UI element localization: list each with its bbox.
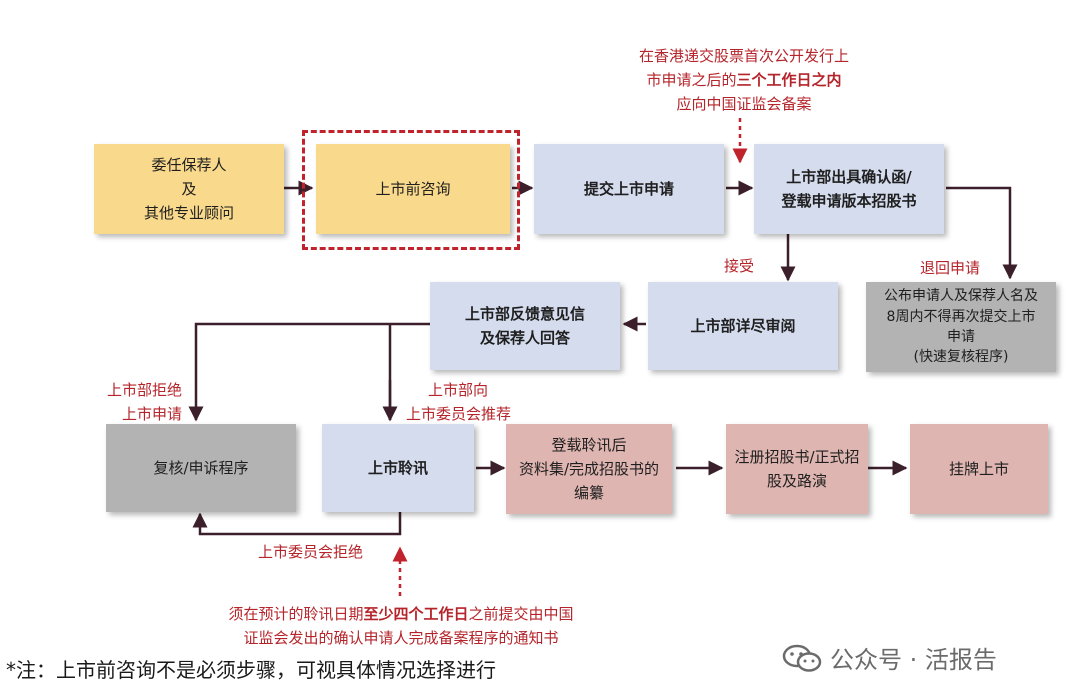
recommend-line2: 上市委员会推荐 [406, 405, 512, 423]
review-label: 上市部详尽审阅 [690, 317, 796, 335]
sponsor-line1: 委任保荐人 [151, 156, 227, 174]
post-hearing-line3: 编纂 [573, 484, 604, 502]
arrow-confirm-to-publish [946, 186, 1018, 280]
publish-line1: 公布申请人及保荐人名及 [884, 288, 1038, 305]
csrc-top-line3: 应向中国证监会备案 [676, 95, 812, 113]
recommend-line1: 上市部向 [428, 381, 489, 399]
csrc-top-line2a: 市申请之后的 [646, 71, 737, 89]
csrc-bottom-line2: 证监会发出的确认申请人完成备案程序的通知书 [243, 629, 559, 647]
csrc-bottom-line1b: 至少四个工作日 [363, 605, 469, 623]
committee-reject-label: 上市委员会拒绝 [258, 543, 364, 561]
submit-label: 提交上市申请 [583, 180, 674, 198]
confirm-line2: 登载申请版本招股书 [781, 192, 917, 210]
post-hearing-line1: 登载聆讯后 [551, 436, 627, 454]
publish-box: 公布申请人及保荐人名及 8周内不得再次提交上市 申请 (快速复核程序) [866, 282, 1056, 372]
csrc-bottom-note: 须在预计的聆讯日期至少四个工作日之前提交由中国 证监会发出的确认申请人完成备案程… [196, 602, 606, 650]
register-box: 注册招股书/正式招 股及路演 [726, 424, 868, 514]
recommend-label: 上市部向 上市委员会推荐 [406, 378, 511, 426]
pre-consult-dashed-frame [302, 130, 520, 250]
return-label: 退回申请 [920, 259, 981, 277]
csrc-bottom-line1a: 须在预计的聆讯日期 [228, 605, 364, 623]
pre-consult-label: 上市前咨询 [375, 180, 451, 198]
submit-box: 提交上市申请 [534, 144, 724, 234]
sponsor-box: 委任保荐人 及 其他专业顾问 [94, 144, 284, 234]
feedback-line1: 上市部反馈意见信 [464, 305, 585, 323]
hearing-label: 上市聆讯 [367, 459, 428, 477]
publish-line3: 申请 [947, 329, 975, 345]
feedback-line2: 及保荐人回答 [479, 329, 570, 347]
accept-label: 接受 [724, 257, 755, 275]
register-line1: 注册招股书/正式招 [734, 448, 860, 466]
appeal-label: 复核/申诉程序 [153, 459, 249, 477]
reject-dept-line2: 上市申请 [121, 405, 182, 423]
publish-line4: (快速复核程序) [913, 349, 1009, 366]
listing-box: 挂牌上市 [910, 424, 1048, 514]
reject-dept-line1: 上市部拒绝 [106, 381, 182, 399]
sponsor-line3: 其他专业顾问 [143, 204, 234, 222]
appeal-box: 复核/申诉程序 [106, 424, 296, 512]
csrc-top-line1: 在香港递交股票首次公开发行上 [638, 47, 849, 65]
csrc-top-note: 在香港递交股票首次公开发行上 市申请之后的三个工作日之内 应向中国证监会备案 [624, 44, 864, 116]
footnote: *注：上市前咨询不是必须步骤，可视具体情况选择进行 [6, 658, 496, 682]
listing-label: 挂牌上市 [948, 460, 1009, 478]
wechat-icon [782, 644, 822, 672]
watermark-text: 公众号 · 活报告 [830, 646, 997, 674]
review-box: 上市部详尽审阅 [648, 282, 838, 370]
csrc-top-line2b: 三个工作日之内 [736, 71, 842, 89]
reject-dept-label: 上市部拒绝 上市申请 [90, 378, 182, 426]
watermark: 公众号 · 活报告 [782, 640, 997, 675]
post-hearing-line2: 资料集/完成招股书的 [518, 460, 660, 478]
publish-line2: 8周内不得再次提交上市 [886, 308, 1036, 325]
register-line2: 股及路演 [766, 472, 827, 490]
csrc-bottom-line1c: 之前提交由中国 [468, 605, 574, 623]
confirm-box: 上市部出具确认函/ 登载申请版本招股书 [754, 144, 944, 234]
arrow-hearing-to-appeal [192, 512, 402, 536]
post-hearing-box: 登载聆讯后 资料集/完成招股书的 编纂 [506, 424, 672, 514]
hearing-box: 上市聆讯 [322, 424, 474, 512]
arrow-feedback-to-appeal [188, 322, 430, 422]
pre-consult-box: 上市前咨询 [316, 144, 510, 234]
feedback-box: 上市部反馈意见信 及保荐人回答 [430, 282, 620, 370]
confirm-line1: 上市部出具确认函/ [786, 168, 912, 186]
sponsor-line2: 及 [181, 180, 197, 198]
